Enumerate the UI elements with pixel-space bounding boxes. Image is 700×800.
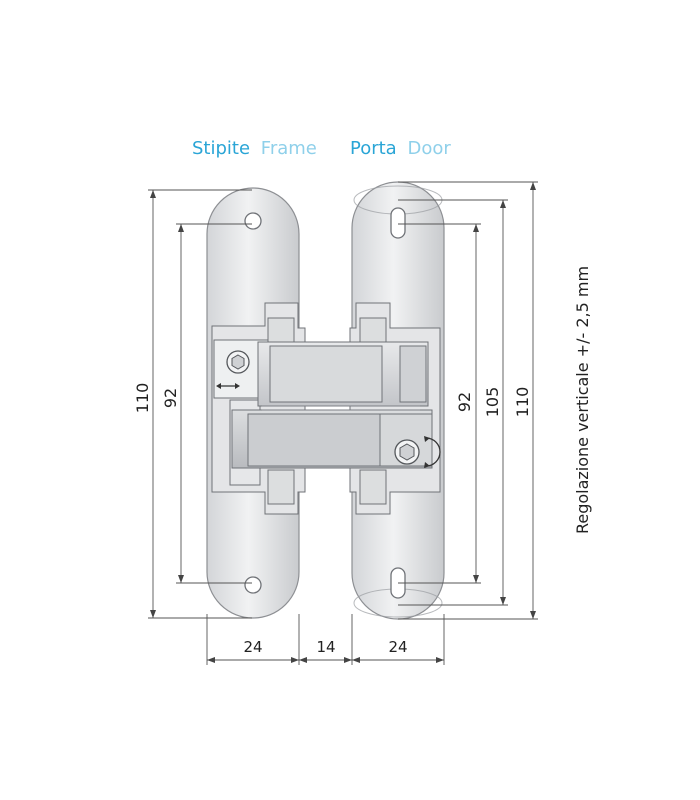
dim-left-outer: 110	[133, 383, 152, 414]
door-label-it: Porta	[350, 138, 397, 159]
frame-hex-screw-icon	[226, 350, 250, 374]
door-header: Porta Door	[350, 138, 451, 159]
dim-right-mid: 105	[483, 387, 502, 418]
dimension-arrows	[150, 182, 536, 663]
dim-right-inner: 92	[455, 392, 474, 412]
dim-right-outer: 110	[513, 387, 532, 418]
frame-screw-hole-top	[244, 212, 262, 230]
door-label-en: Door	[407, 138, 451, 159]
frame-screw-hole-bottom	[244, 576, 262, 594]
dimension-lines	[148, 181, 538, 665]
frame-label-en: Frame	[261, 138, 317, 159]
vertical-adjustment-note: Regolazione verticale +/- 2,5 mm	[573, 266, 592, 534]
door-slot-top	[390, 207, 406, 239]
frame-header: Stipite Frame	[192, 138, 317, 159]
dim-bottom-gap: 14	[316, 638, 335, 656]
dim-left-inner: 92	[161, 388, 180, 408]
door-hex-screw-icon	[394, 439, 420, 465]
dim-bottom-left: 24	[243, 638, 262, 656]
dim-bottom-right: 24	[388, 638, 407, 656]
horizontal-adjust-arrow-icon	[216, 383, 240, 389]
frame-label-it: Stipite	[192, 138, 250, 159]
rotate-adjust-icon	[424, 436, 441, 468]
